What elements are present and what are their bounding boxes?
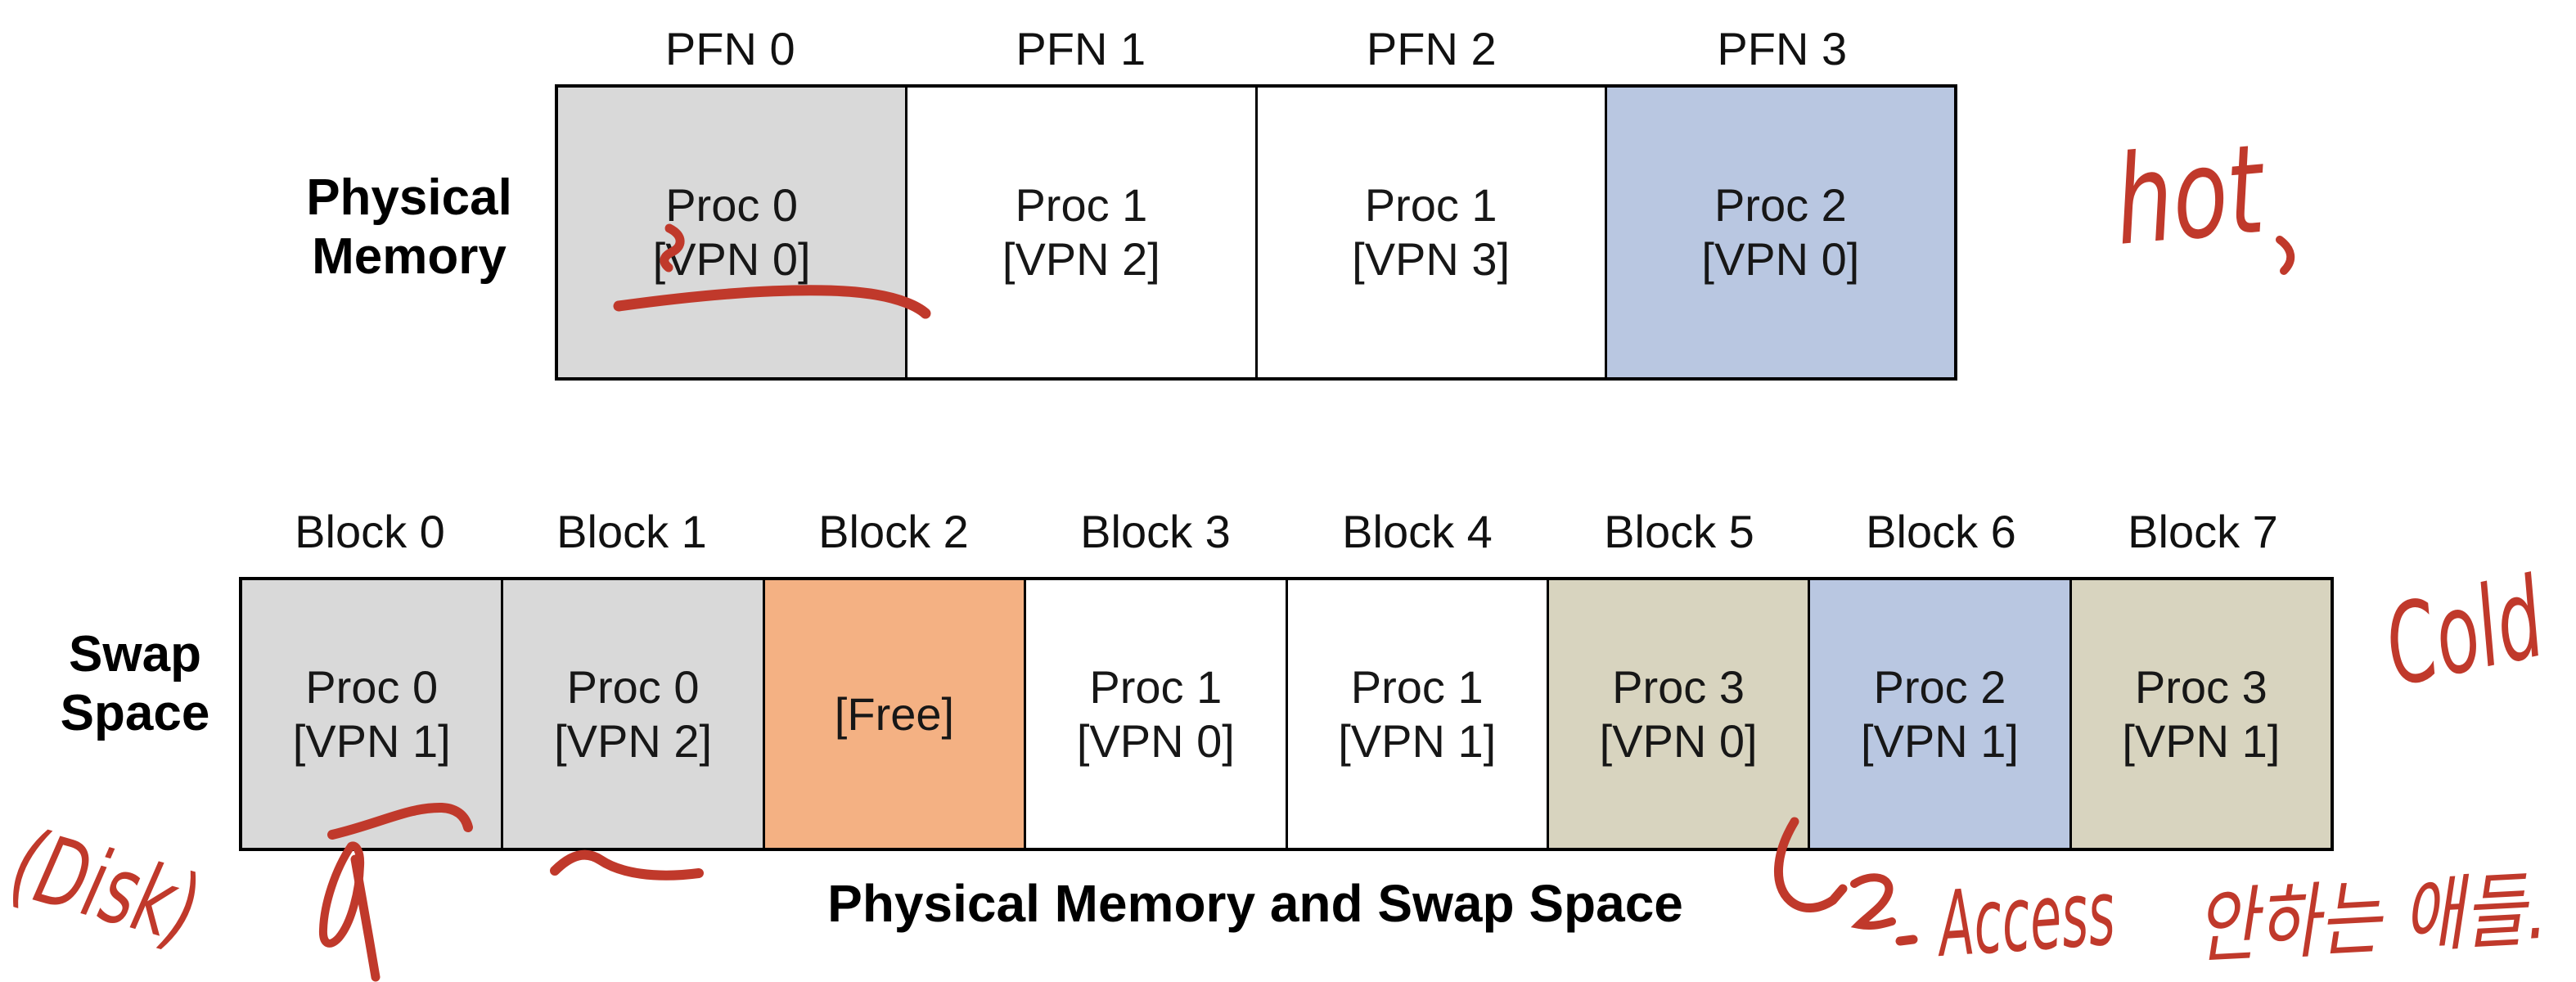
pfn-label: PFN 3 [1717,23,1848,74]
dot-mark-before-access [1895,935,1918,946]
loop-arrow-tail-below-block0 [350,854,381,982]
block-vpn: [VPN 1] [1338,714,1497,767]
physical-memory-label-line1: Physical [306,169,512,226]
block-label: Block 2 [818,506,969,557]
block-label: Block 7 [2128,506,2278,557]
block-vpn: [VPN 0] [1076,714,1235,767]
block-vpn: [VPN 1] [292,714,451,767]
physical-memory-section-label: Physical Memory [270,169,548,286]
block-label: Block 0 [295,506,445,557]
swap-space-section-label: Swap Space [25,625,245,743]
loop-arrow-below-block0 [318,841,365,948]
swap-block: Proc 1 [VPN 0] [1026,580,1288,848]
block-label: Block 5 [1604,506,1754,557]
block-proc: Proc 2 [1873,660,2006,713]
block-label: Block 3 [1080,506,1231,557]
frame-vpn: [VPN 0] [652,233,811,285]
block-proc: Proc 1 [1350,660,1484,713]
swap-space-label-line2: Space [60,685,210,741]
swap-block: Proc 3 [VPN 0] [1548,580,1811,848]
pfn-label: PFN 1 [1016,23,1146,74]
block-proc: Proc 1 [1089,660,1223,713]
pfn-label: PFN 2 [1366,23,1497,74]
physical-memory-label-line2: Memory [312,228,507,285]
pfn-label-row: PFN 0 PFN 1 PFN 2 PFN 3 [555,23,1957,75]
comma-mark-after-hot [2276,236,2295,275]
frame-vpn: [VPN 3] [1352,233,1511,285]
swap-block: Proc 0 [VPN 1] [242,580,504,848]
swap-space-label-line1: Swap [69,626,201,682]
korean-note-annotation: 안하는 애들. [2193,862,2550,975]
swap-block: [Free] [764,580,1027,848]
frame-vpn: [VPN 2] [1002,233,1160,285]
physical-memory-frame: Proc 1 [VPN 2] [907,88,1258,377]
figure-caption: Physical Memory and Swap Space [827,874,1683,933]
pfn-label: PFN 0 [664,23,795,74]
swap-block: Proc 0 [VPN 2] [503,580,765,848]
physical-memory-frame: Proc 2 [VPN 0] [1606,88,1954,377]
frame-proc: Proc 0 [665,179,799,231]
block-label: Block 6 [1866,506,2016,557]
block-vpn: [VPN 1] [2122,714,2281,767]
block-vpn: [VPN 2] [554,714,713,767]
block-proc: [Free] [834,687,955,740]
block-vpn: [VPN 0] [1599,714,1758,767]
block-vpn: [VPN 1] [1860,714,2019,767]
block-proc: Proc 3 [2134,660,2268,713]
physical-memory-table: Proc 0 [VPN 0] Proc 1 [VPN 2] Proc 1 [VP… [555,84,1957,381]
frame-proc: Proc 2 [1714,179,1847,231]
cold-annotation: Cold [2375,553,2554,711]
block-proc: Proc 0 [566,660,700,713]
block-label-row: Block 0 Block 1 Block 2 Block 3 Block 4 … [239,506,2334,560]
block-proc: Proc 0 [305,660,439,713]
frame-vpn: [VPN 0] [1701,233,1860,285]
swap-space-table: Proc 0 [VPN 1] Proc 0 [VPN 2] [Free] Pro… [239,577,2334,851]
frame-proc: Proc 1 [1015,179,1148,231]
block-label: Block 4 [1342,506,1493,557]
swap-block: Proc 3 [VPN 1] [2071,580,2331,848]
block-proc: Proc 3 [1612,660,1745,713]
physical-memory-frame: Proc 0 [VPN 0] [558,88,908,377]
hot-annotation: hot [2110,119,2272,273]
swap-block: Proc 2 [VPN 1] [1810,580,2072,848]
swap-block: Proc 1 [VPN 1] [1287,580,1549,848]
physical-memory-frame: Proc 1 [VPN 3] [1257,88,1607,377]
block-label: Block 1 [556,506,707,557]
frame-proc: Proc 1 [1364,179,1497,231]
disk-annotation: (Disk) [0,809,211,966]
